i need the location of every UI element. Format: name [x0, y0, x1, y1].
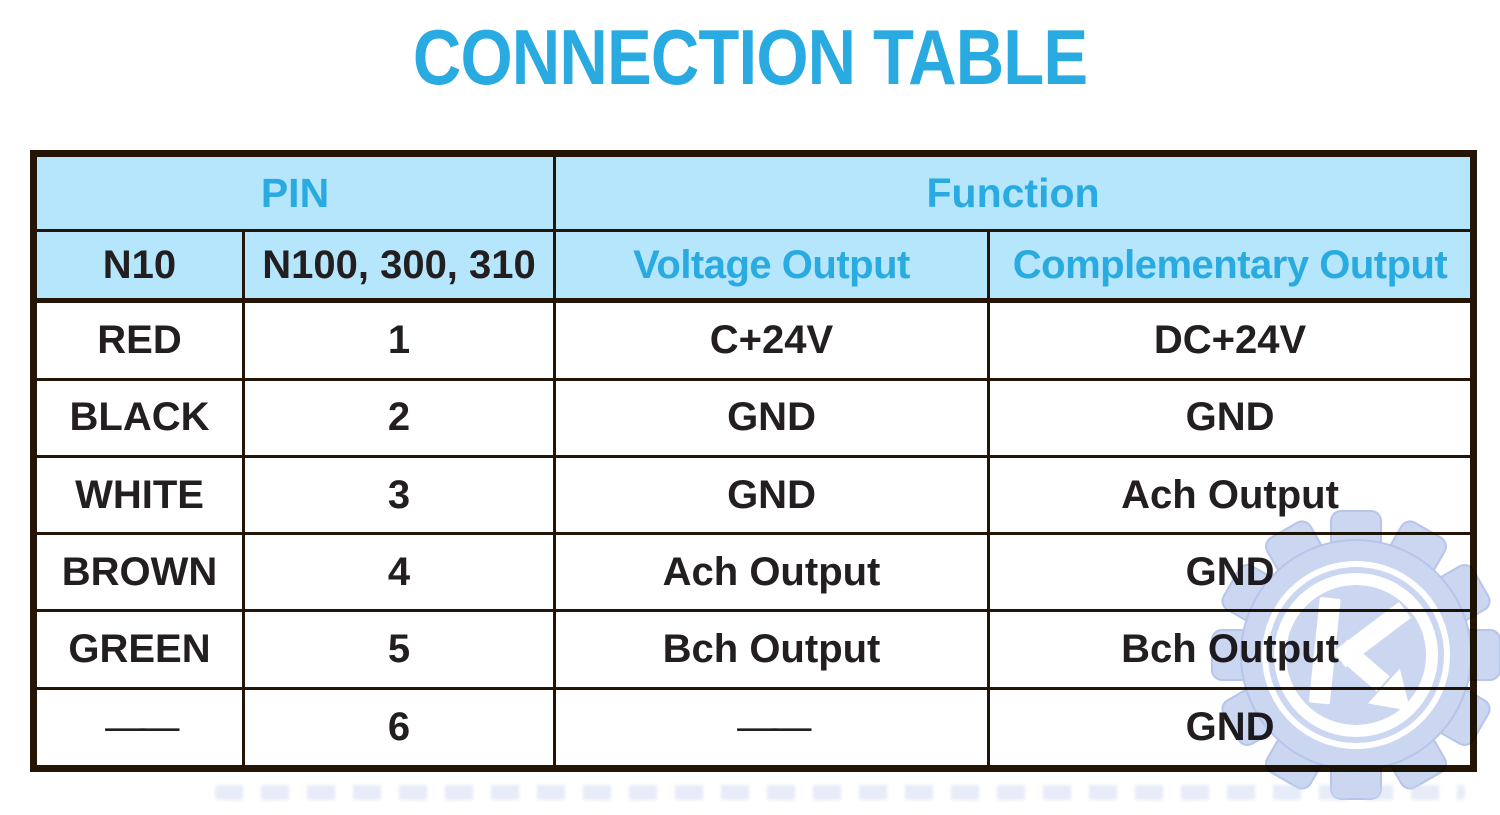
cell-complementary-function: GND	[987, 377, 1476, 458]
subheader-voltage-output: Voltage Output	[553, 229, 991, 303]
cell-pin-number: 6	[241, 686, 557, 771]
cell-complementary-function: GND	[987, 686, 1476, 771]
cell-wire-color: RED	[32, 299, 245, 381]
cell-wire-color: BROWN	[32, 532, 245, 613]
table-row-unconnected: —— 6 —— GND	[32, 686, 1476, 771]
cell-voltage-function: GND	[553, 377, 991, 458]
cell-voltage-function: GND	[553, 454, 991, 536]
subheader-n10: N10	[32, 229, 245, 303]
watermark-edge-artifact	[215, 785, 1465, 800]
table-row-black: BLACK 2 GND GND	[32, 377, 1476, 458]
group-header-row: PIN Function	[31, 152, 1476, 232]
cell-complementary-function: Bch Output	[987, 609, 1476, 690]
cell-wire-color: WHITE	[32, 454, 245, 536]
cell-voltage-function: ——	[553, 686, 991, 771]
subheader-complementary-output: Complementary Output	[987, 229, 1476, 303]
header-function: Function	[553, 152, 1476, 232]
cell-complementary-function: GND	[987, 532, 1476, 613]
subheader-n100-300-310: N100, 300, 310	[241, 229, 557, 303]
cell-voltage-function: C+24V	[553, 299, 991, 381]
cell-voltage-function: Bch Output	[553, 609, 991, 690]
cell-pin-number: 5	[241, 609, 557, 690]
page-title: CONNECTION TABLE	[0, 12, 1500, 103]
page-title-text: CONNECTION TABLE	[412, 13, 1088, 101]
table-row-red: RED 1 C+24V DC+24V	[32, 299, 1476, 381]
header-pin: PIN	[31, 152, 557, 232]
connection-table: PIN Function N10 N100, 300, 310 Voltage …	[30, 150, 1478, 772]
cell-wire-color: BLACK	[32, 377, 245, 458]
table-row-white: WHITE 3 GND Ach Output	[32, 454, 1476, 536]
cell-pin-number: 3	[241, 454, 557, 536]
cell-pin-number: 1	[241, 299, 557, 381]
cell-wire-color: ——	[32, 686, 245, 771]
cell-pin-number: 2	[241, 377, 557, 458]
cell-complementary-function: Ach Output	[987, 454, 1476, 536]
cell-pin-number: 4	[241, 532, 557, 613]
cell-complementary-function: DC+24V	[987, 299, 1476, 381]
sub-header-row: N10 N100, 300, 310 Voltage Output Comple…	[32, 229, 1476, 303]
cell-wire-color: GREEN	[32, 609, 245, 690]
cell-voltage-function: Ach Output	[553, 532, 991, 613]
table-row-brown: BROWN 4 Ach Output GND	[32, 532, 1476, 613]
table-row-green: GREEN 5 Bch Output Bch Output	[32, 609, 1476, 690]
